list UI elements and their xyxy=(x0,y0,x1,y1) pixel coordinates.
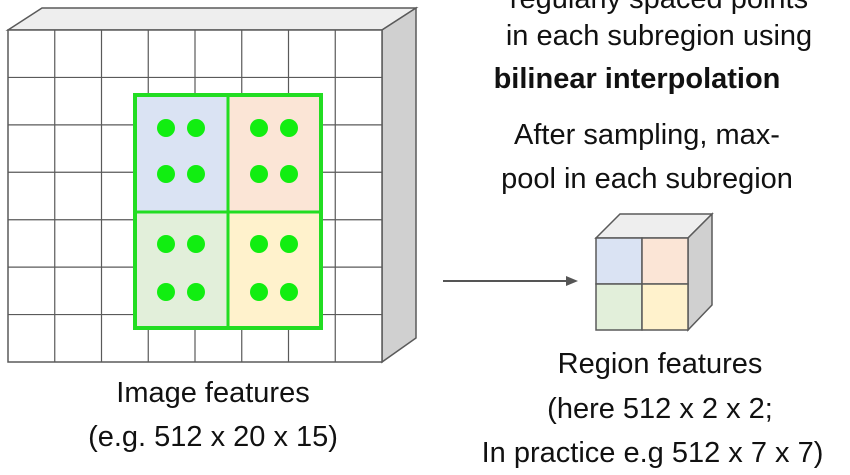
subregion-top-right xyxy=(228,95,321,212)
sample-point xyxy=(250,283,268,301)
region-features-label-line2: (here 512 x 2 x 2; xyxy=(547,393,773,425)
subregion-top-left xyxy=(135,95,228,212)
sample-point xyxy=(187,165,205,183)
subregion-bottom-right xyxy=(228,212,321,328)
sample-point xyxy=(250,119,268,137)
sample-point xyxy=(280,165,298,183)
arrow xyxy=(443,276,578,286)
sample-point xyxy=(187,283,205,301)
sample-point xyxy=(157,119,175,137)
sample-point xyxy=(250,165,268,183)
sample-point xyxy=(250,235,268,253)
cube-cell-top-right xyxy=(641,237,689,285)
sample-point xyxy=(157,235,175,253)
top-text-line1: regularly spaced points xyxy=(467,0,850,17)
mid-text-line1: After sampling, max- xyxy=(514,119,780,151)
sample-point xyxy=(280,235,298,253)
region-feature-cube xyxy=(594,212,714,332)
sample-point xyxy=(280,119,298,137)
sample-point xyxy=(157,283,175,301)
cube-cell-bottom-right xyxy=(641,283,689,331)
subregion-bottom-left xyxy=(135,212,228,328)
roi-region xyxy=(133,93,323,330)
image-features-label-line1: Image features xyxy=(116,377,310,409)
region-features-label-line3: In practice e.g 512 x 7 x 7) xyxy=(481,437,824,469)
mid-text-line2: pool in each subregion xyxy=(501,163,793,195)
sample-points xyxy=(157,119,298,301)
feature-map-top-face xyxy=(5,7,419,31)
cube-cell-top-left xyxy=(595,237,643,285)
region-features-label-line1: Region features xyxy=(557,348,763,380)
cube-cell-bottom-left xyxy=(595,283,643,331)
sample-point xyxy=(187,119,205,137)
top-text-line3: bilinear interpolation xyxy=(493,63,781,95)
sample-point xyxy=(187,235,205,253)
image-features-label-line2: (e.g. 512 x 20 x 15) xyxy=(88,421,338,453)
arrow-head xyxy=(566,276,578,286)
sample-point xyxy=(157,165,175,183)
roi-border xyxy=(133,93,323,330)
top-text-line2: in each subregion using xyxy=(505,20,813,52)
feature-map-side-face xyxy=(381,6,417,364)
sample-point xyxy=(280,283,298,301)
